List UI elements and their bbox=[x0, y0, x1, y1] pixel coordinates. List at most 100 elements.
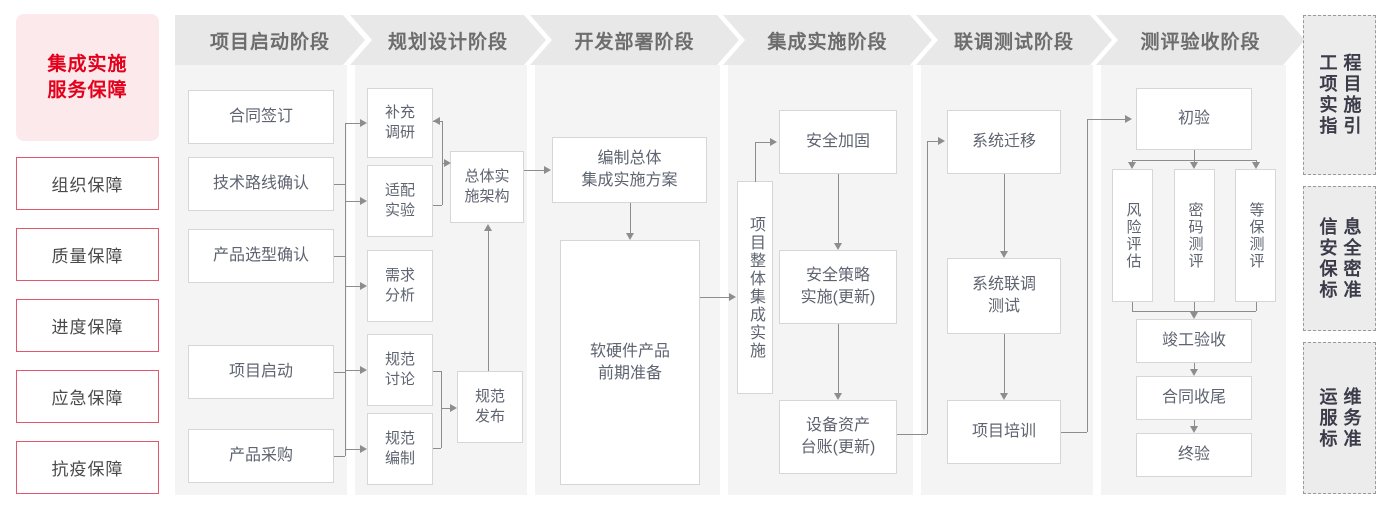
phase-title: 开发部署阶段 bbox=[574, 31, 695, 53]
connector-bus-to-adaptation-experiment bbox=[345, 201, 360, 202]
arrow-to-arch bbox=[444, 159, 451, 167]
lead-title-line1: 集成实施 bbox=[47, 53, 128, 75]
guarantee-label: 抗疫保障 bbox=[51, 460, 124, 479]
arrow-to-cryptography-evaluation bbox=[1190, 162, 1198, 169]
standard-box-infosec-standard[interactable]: 信安保标 息全密准 bbox=[1303, 186, 1376, 331]
phase-header-6: 测评验收阶段 bbox=[1096, 15, 1305, 65]
arrow-to-mlps-evaluation bbox=[1252, 162, 1260, 169]
node-cryptography-evaluation[interactable]: 密码测评 bbox=[1174, 169, 1215, 302]
node-product-procurement[interactable]: 产品采购 bbox=[188, 429, 334, 483]
node-label: 安全加固 bbox=[805, 133, 870, 150]
arrow-to-final-acceptance bbox=[1190, 426, 1198, 433]
node-mlps-evaluation[interactable]: 等保测评 bbox=[1235, 169, 1276, 302]
node-spec-drafting[interactable]: 规范 编制 bbox=[367, 413, 433, 485]
phase-title: 规划设计阶段 bbox=[387, 31, 508, 53]
node-supplementary-research[interactable]: 补充 调研 bbox=[367, 88, 433, 158]
connector-spec-discussion-out bbox=[433, 371, 441, 372]
node-label: 补充 调研 bbox=[384, 104, 415, 141]
arrow-to-prep bbox=[626, 233, 634, 240]
node-label: 系统联调 测试 bbox=[971, 276, 1036, 315]
node-overall-implementation-architecture[interactable]: 总体实 施架构 bbox=[450, 151, 524, 223]
arrow-to-requirement-analysis bbox=[360, 282, 367, 290]
node-project-training[interactable]: 项目培训 bbox=[947, 400, 1061, 464]
connector-phase1-bus bbox=[345, 123, 346, 456]
node-spec-release[interactable]: 规范 发布 bbox=[457, 371, 523, 443]
arrow-to-hardening bbox=[770, 138, 777, 146]
node-label: 设备资产 台账(更新) bbox=[800, 417, 876, 456]
node-label: 合同收尾 bbox=[1161, 389, 1226, 406]
connector-bus-to-spec-discussion bbox=[345, 370, 360, 371]
node-security-policy-implementation[interactable]: 安全策略 实施(更新) bbox=[779, 250, 897, 324]
connector-plan-to-prep bbox=[630, 203, 631, 233]
node-draft-overall-integration-plan[interactable]: 编制总体 集成实施方案 bbox=[552, 137, 707, 203]
node-product-selection-confirm[interactable]: 产品选型确认 bbox=[188, 229, 334, 283]
node-label: 等保测评 bbox=[1247, 201, 1265, 270]
node-overall-project-integration[interactable]: 项目整体集成实施 bbox=[737, 181, 773, 394]
node-project-kickoff[interactable]: 项目启动 bbox=[188, 345, 334, 399]
connector-kickoff-stub bbox=[334, 372, 345, 373]
arrow-to-supplementary-research bbox=[360, 119, 367, 127]
node-contract-closeout[interactable]: 合同收尾 bbox=[1136, 376, 1252, 420]
arrow-to-integration bbox=[729, 293, 736, 301]
guarantee-item-0[interactable]: 组织保障 bbox=[16, 157, 159, 210]
connector-adaptation-to-arch bbox=[433, 205, 442, 206]
connector-bus-to-requirement-analysis bbox=[345, 286, 360, 287]
lead-title-box: 集成实施 服务保障 bbox=[16, 14, 159, 141]
node-system-joint-test[interactable]: 系统联调 测试 bbox=[947, 258, 1061, 334]
lead-title-line2: 服务保障 bbox=[47, 79, 128, 101]
arrow-to-spec-drafting bbox=[360, 445, 367, 453]
arrow-up-to-arch bbox=[484, 224, 492, 231]
node-spec-discussion[interactable]: 规范 讨论 bbox=[367, 334, 433, 406]
connector-bus-to-spec-drafting bbox=[345, 449, 360, 450]
guarantee-item-2[interactable]: 进度保障 bbox=[16, 299, 159, 352]
node-final-acceptance[interactable]: 终验 bbox=[1136, 433, 1252, 477]
arrow-into-supplementary-research bbox=[433, 117, 440, 125]
node-label: 系统迁移 bbox=[971, 133, 1036, 150]
arrow-to-completion-acceptance bbox=[1190, 312, 1198, 319]
standard-text-right: 息全密准 bbox=[1341, 216, 1362, 301]
node-label: 产品采购 bbox=[228, 447, 293, 464]
node-adaptation-experiment[interactable]: 适配 实验 bbox=[367, 165, 433, 237]
connector-ledger-up bbox=[927, 141, 928, 434]
guarantee-label: 进度保障 bbox=[51, 318, 124, 337]
node-system-migration[interactable]: 系统迁移 bbox=[947, 110, 1061, 174]
connector-arch-to-draft-plan bbox=[524, 170, 544, 171]
connector-integration-up bbox=[755, 142, 756, 182]
node-label: 编制总体 集成实施方案 bbox=[581, 150, 678, 189]
guarantee-item-3[interactable]: 应急保障 bbox=[16, 370, 159, 423]
standard-text-left: 工项实指 bbox=[1317, 53, 1338, 137]
node-label: 技术路线确认 bbox=[212, 175, 309, 192]
connector-product-selection-stub bbox=[334, 256, 345, 257]
node-label: 需求 分析 bbox=[384, 267, 415, 304]
node-label: 规范 发布 bbox=[474, 388, 505, 425]
node-security-hardening[interactable]: 安全加固 bbox=[779, 110, 897, 174]
connector-preliminary-down bbox=[1194, 150, 1195, 160]
standard-box-operation-service-standard[interactable]: 运服标 维务准 bbox=[1303, 342, 1376, 494]
node-label: 项目启动 bbox=[228, 363, 293, 380]
standard-text-left: 运服标 bbox=[1317, 386, 1338, 450]
node-requirement-analysis[interactable]: 需求 分析 bbox=[367, 250, 433, 322]
connector-policy-to-ledger bbox=[838, 324, 839, 393]
node-contract-signing[interactable]: 合同签订 bbox=[188, 90, 334, 144]
connector-risk-out bbox=[1132, 302, 1133, 311]
connector-spec-release-to-arch bbox=[488, 231, 489, 371]
connector-fan-to-crypto bbox=[1194, 160, 1195, 163]
node-hardware-software-preparation[interactable]: 软硬件产品 前期准备 bbox=[560, 240, 700, 485]
standard-text-left: 信安保标 bbox=[1317, 216, 1338, 301]
arrow-to-ledger bbox=[834, 393, 842, 400]
node-asset-ledger-update[interactable]: 设备资产 台账(更新) bbox=[779, 400, 897, 474]
phase-title: 测评验收阶段 bbox=[1140, 31, 1261, 53]
connector-training-up bbox=[1087, 119, 1088, 432]
node-preliminary-acceptance[interactable]: 初验 bbox=[1136, 88, 1252, 150]
arrow-to-spec-discussion bbox=[360, 366, 367, 374]
guarantee-item-1[interactable]: 质量保障 bbox=[16, 228, 159, 281]
guarantee-item-4[interactable]: 抗疫保障 bbox=[16, 441, 159, 494]
phase-header-3: 开发部署阶段 bbox=[530, 15, 739, 65]
node-completion-acceptance[interactable]: 竣工验收 bbox=[1136, 319, 1252, 363]
connector-training-to-preliminary bbox=[1087, 119, 1125, 120]
phase-header-5: 联调测试阶段 bbox=[916, 15, 1112, 65]
standard-box-engineering-guideline[interactable]: 工项实指 程目施引 bbox=[1303, 15, 1376, 175]
node-risk-assessment[interactable]: 风险评估 bbox=[1112, 169, 1153, 302]
node-tech-route-confirm[interactable]: 技术路线确认 bbox=[188, 157, 334, 211]
connector-fan-to-mlps bbox=[1256, 160, 1257, 163]
